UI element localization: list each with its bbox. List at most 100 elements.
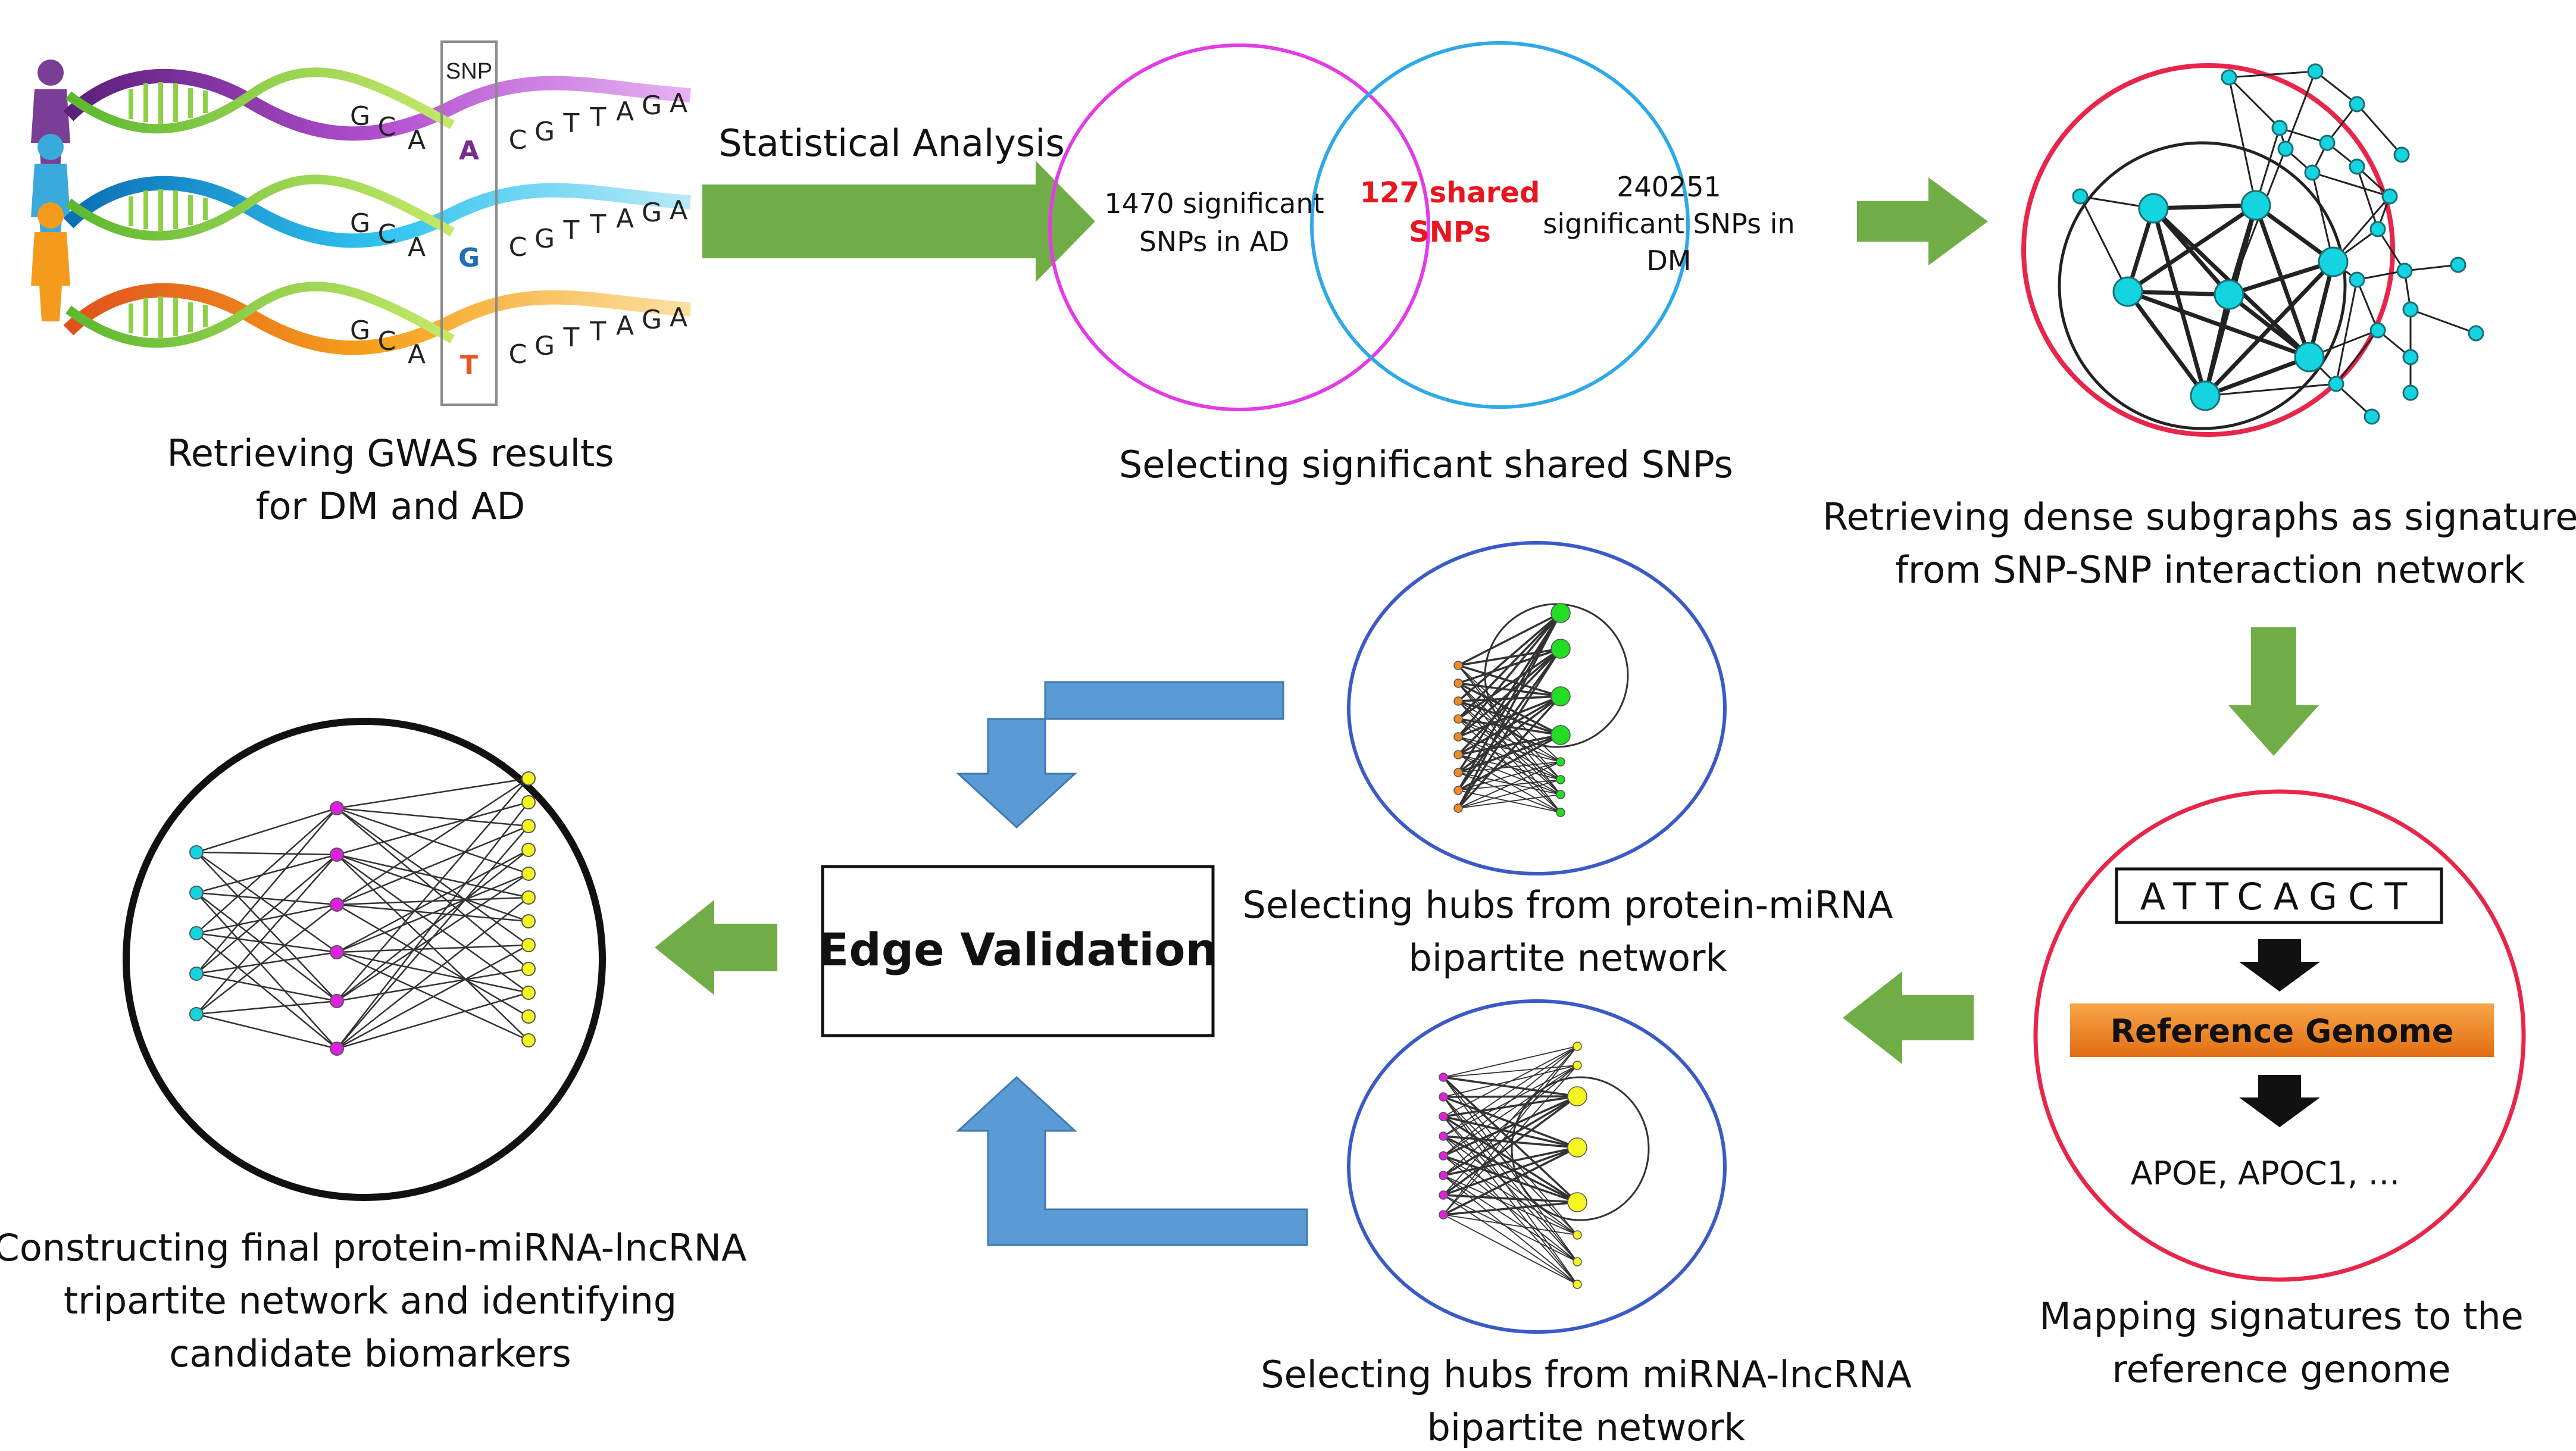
base-letter: G	[642, 198, 662, 228]
dna-strand	[63, 174, 691, 248]
snp-label: SNP	[446, 59, 492, 84]
hub-edge	[1458, 701, 1561, 762]
venn-center-line-1: 127 shared	[1360, 176, 1540, 209]
base-letter: T	[590, 209, 607, 240]
hub-edge	[1443, 1096, 1578, 1285]
hub-edge	[1458, 736, 1561, 762]
mapping-caption-line-1: Mapping signatures to the	[2039, 1294, 2524, 1338]
tripartite-edge	[196, 808, 337, 974]
tripartite-network	[123, 718, 606, 1201]
network-edge	[2377, 229, 2406, 271]
hub-edge	[1458, 761, 1561, 773]
hub-node	[1439, 1190, 1448, 1200]
network-edge	[2356, 270, 2405, 281]
network-edge	[2335, 279, 2358, 384]
hub-node	[1573, 1230, 1582, 1240]
venn-left-line-1: 1470 significant	[1104, 187, 1324, 220]
hub-node	[1567, 1192, 1587, 1212]
hub-node	[1439, 1171, 1448, 1180]
hub-edge	[1457, 648, 1562, 809]
hub-node	[1573, 1257, 1582, 1267]
venn-caption: Selecting significant shared SNPs	[1119, 443, 1733, 486]
hub-node	[1453, 750, 1463, 759]
mapping-panel: ATTCAGCT Reference Genome APOE, APOC1, …	[2033, 789, 2526, 1282]
base-letter: G	[534, 117, 555, 147]
gwas-caption-line-2: for DM and AD	[256, 484, 525, 528]
tripartite-edge	[336, 873, 529, 953]
gene-list: APOE, APOC1, …	[2131, 1155, 2400, 1192]
base-letter: C	[378, 219, 396, 249]
hub-node	[1573, 1061, 1582, 1070]
tripartite-edge	[336, 802, 529, 1049]
tripartite-edge	[196, 1000, 337, 1015]
allele-letter: A	[459, 136, 479, 166]
network-node	[2294, 342, 2325, 373]
tripartite-edge	[196, 951, 337, 975]
tripartite-edge	[336, 944, 529, 1050]
network-node	[2381, 188, 2398, 205]
allele-letter: T	[460, 350, 478, 380]
network-node	[2402, 301, 2419, 318]
network-edge	[2356, 279, 2379, 331]
sequence-text: ATTCAGCT	[2140, 875, 2418, 918]
hub-frame	[1347, 541, 1727, 875]
mirna-node	[330, 801, 344, 815]
network-edge	[2311, 172, 2334, 262]
hub-edge	[1443, 1194, 1578, 1285]
base-letter: A	[408, 232, 426, 262]
network-edge	[2312, 171, 2390, 198]
network-edge	[2227, 293, 2311, 359]
hub-node	[1453, 661, 1463, 670]
hub-node	[1439, 1131, 1448, 1141]
hub-node	[1556, 757, 1565, 767]
base-letter: A	[616, 311, 634, 341]
lncrna-node	[521, 795, 536, 809]
lncrna-node	[521, 986, 536, 1000]
network-node	[2369, 221, 2386, 237]
tripartite-edge	[336, 778, 529, 1002]
tripartite-edge	[196, 892, 337, 906]
venn-diagram: 1470 significant SNPs in AD 127 shared S…	[1048, 41, 1795, 411]
tripartite-edge	[336, 853, 529, 922]
tripartite-edge	[196, 851, 337, 856]
hub-edge	[1443, 1046, 1578, 1156]
arrow-right-icon	[702, 161, 1095, 282]
hub-edge	[1458, 695, 1561, 738]
tripartite-edge	[196, 851, 337, 953]
network-node	[2319, 135, 2336, 151]
base-letter: T	[590, 317, 607, 347]
network-node	[2240, 190, 2271, 221]
tripartite-edge	[336, 849, 529, 953]
hub-edge	[1457, 612, 1562, 738]
tripartite-edge	[336, 992, 529, 1050]
hub-edge	[1457, 612, 1562, 773]
network-node	[2468, 325, 2484, 342]
hub-edge	[1443, 1065, 1578, 1156]
base-letter: T	[563, 108, 580, 139]
hub-edge	[1443, 1065, 1578, 1078]
lncrna-node	[521, 1009, 536, 1024]
hub-edge	[1443, 1046, 1578, 1117]
network-node	[2349, 271, 2365, 288]
network-node	[2396, 262, 2413, 279]
base-letter: G	[534, 331, 555, 361]
base-letter: A	[408, 339, 426, 370]
hub-node	[1439, 1112, 1448, 1121]
base-letter: C	[509, 232, 527, 262]
hub-edge	[1443, 1136, 1578, 1285]
lncrna-node	[521, 914, 536, 928]
hub-node	[1556, 808, 1565, 817]
hub-edge	[1443, 1214, 1578, 1285]
tripartite-edge	[336, 968, 529, 1002]
tripartite-edge	[336, 801, 529, 856]
hub-edge	[1443, 1076, 1578, 1097]
tripartite-edge	[336, 854, 529, 1041]
hub-edge	[1443, 1046, 1578, 1215]
network-node	[2450, 257, 2466, 273]
hub-edge	[1443, 1096, 1578, 1236]
tripartite-edge	[336, 807, 529, 827]
network-edge	[2228, 148, 2287, 295]
hub-edge	[1443, 1194, 1578, 1262]
tripartite-frame	[123, 718, 606, 1201]
hub-node	[1453, 714, 1463, 724]
